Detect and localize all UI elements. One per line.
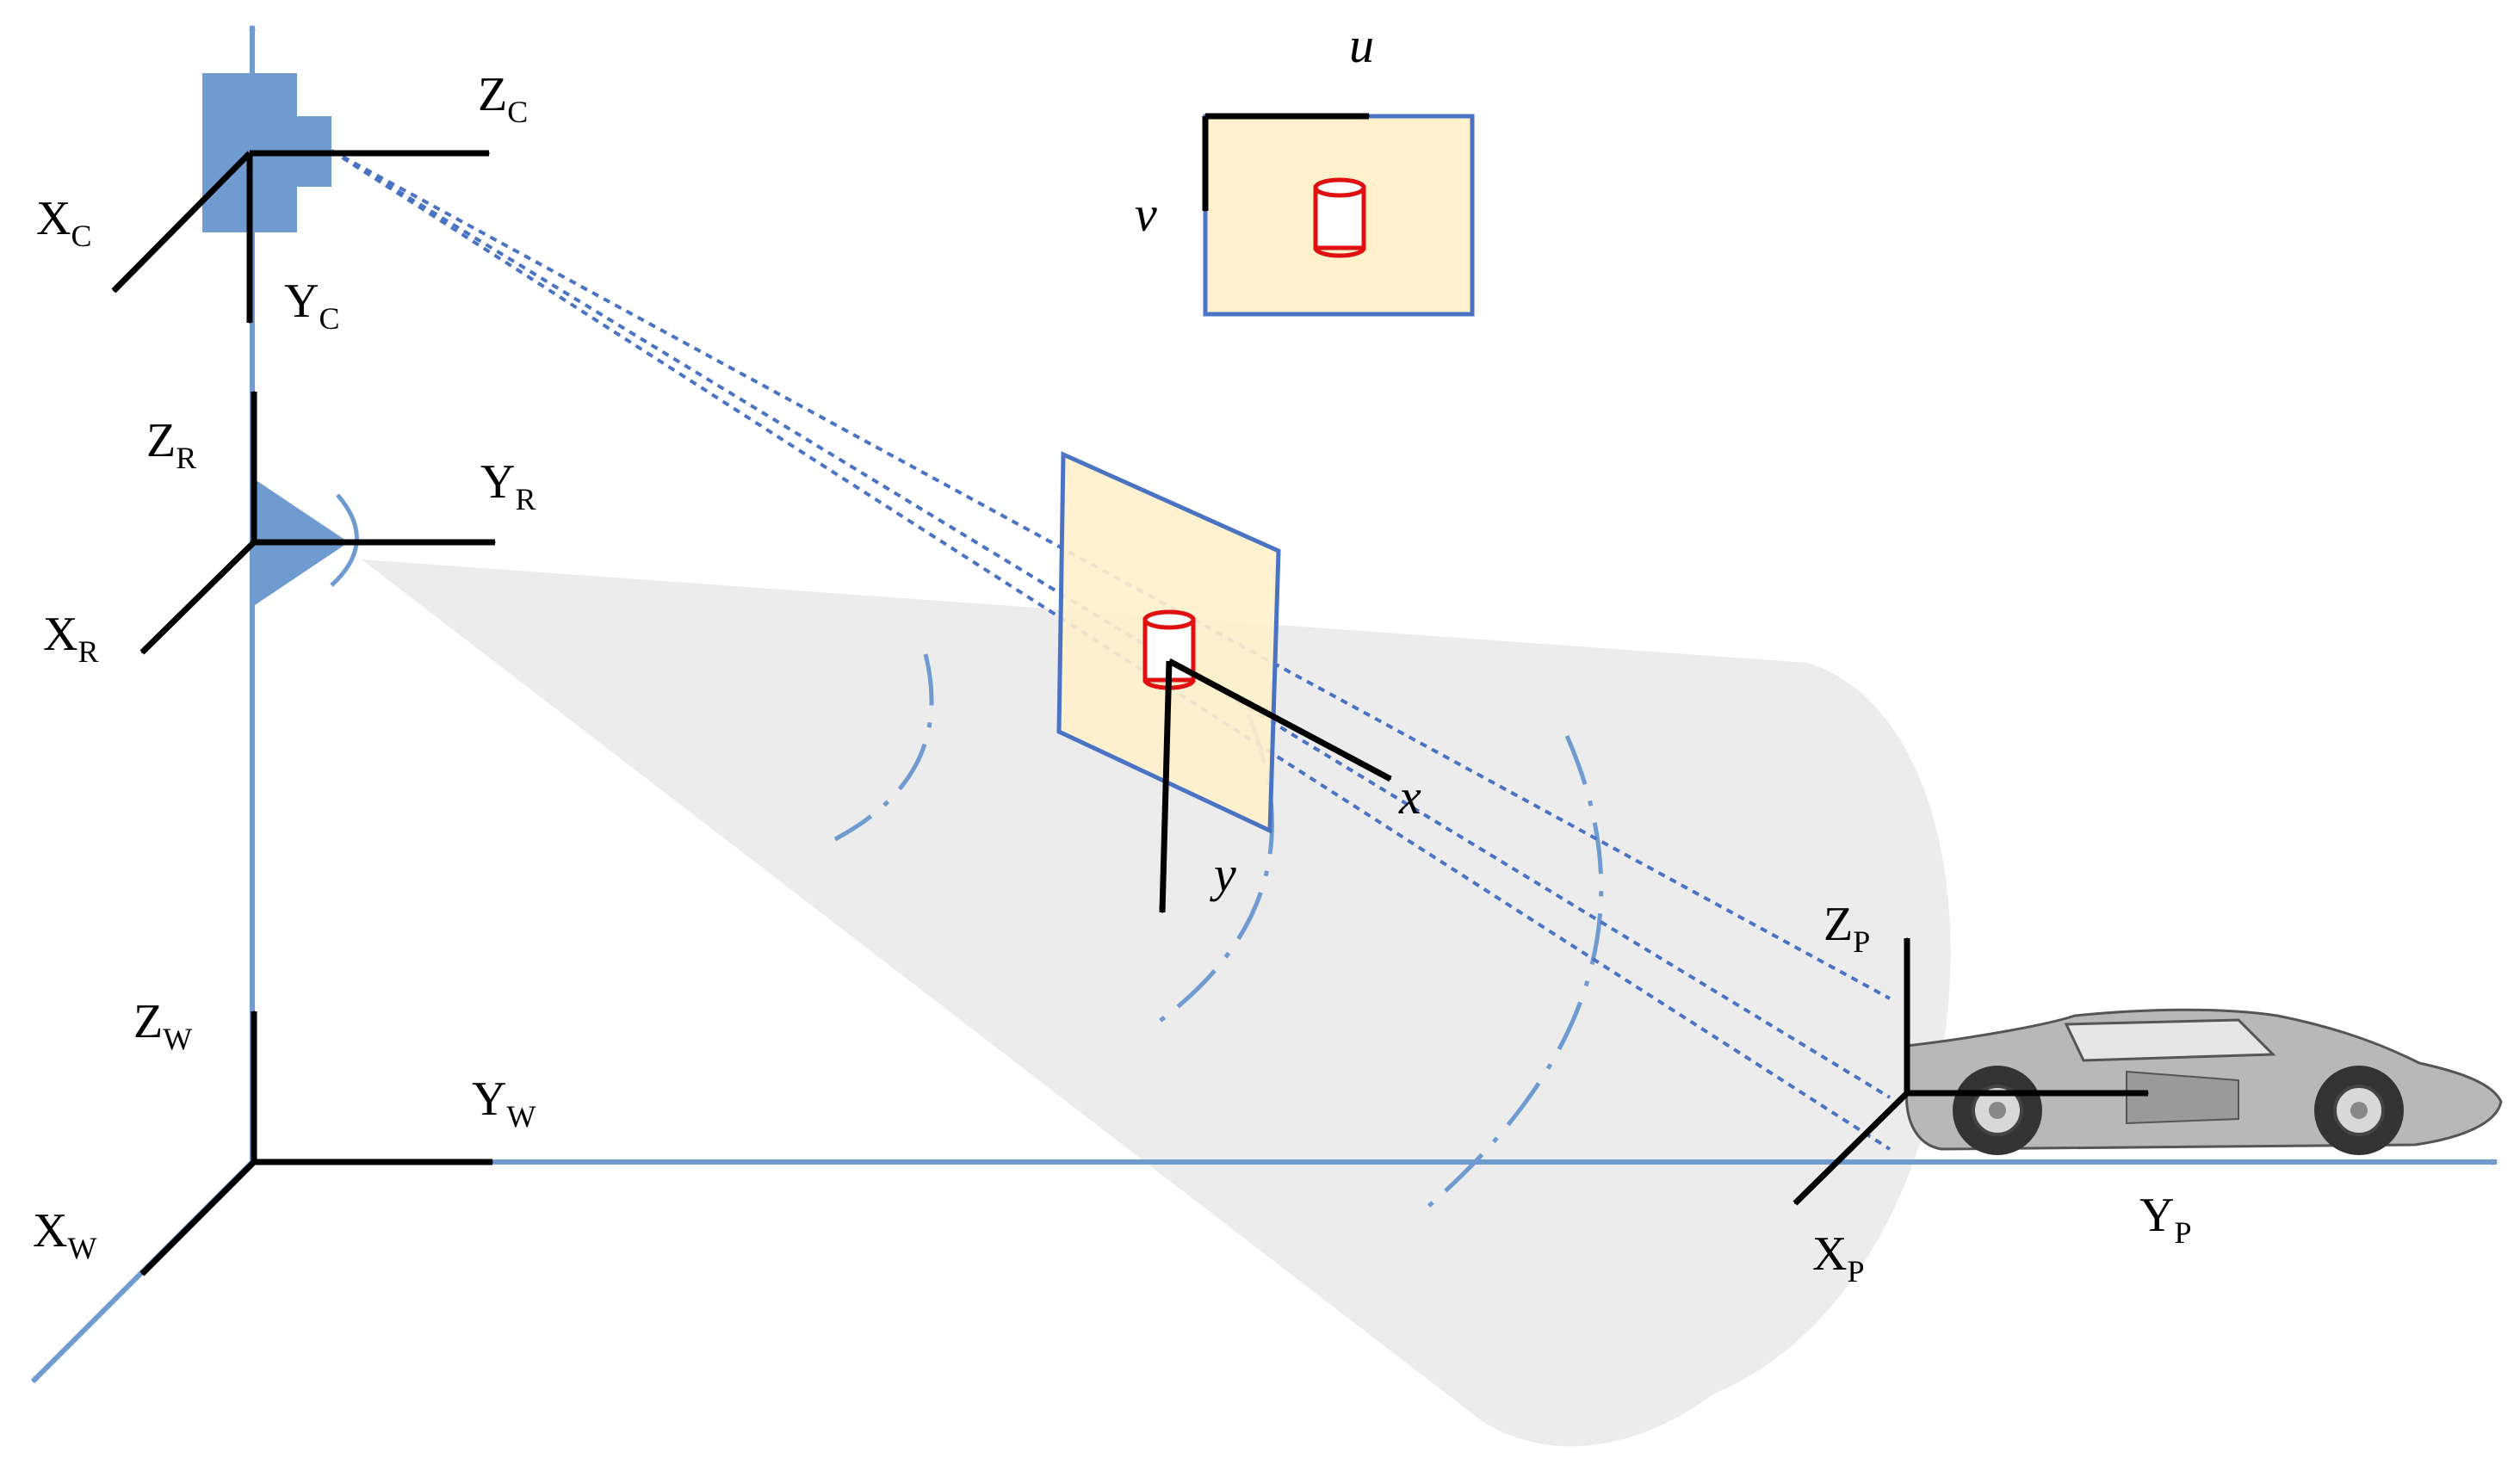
world-y-label: YW [472, 1072, 536, 1134]
world-frame [139, 1011, 492, 1276]
radar-x-label: XR [43, 608, 98, 669]
range-arc-2 [1148, 714, 1274, 1031]
image-y-label: y [1210, 846, 1236, 902]
radar-x-axis [139, 540, 257, 655]
range-arc-3 [1423, 734, 1604, 1211]
projection-rays [330, 149, 1892, 1151]
projection-ray-2 [330, 149, 1892, 1151]
range-arc-1 [833, 653, 934, 842]
world-x-label: XW [33, 1204, 96, 1265]
world-x-axis [139, 1159, 257, 1276]
projection-ray-1 [331, 149, 1891, 1000]
pixel-v-label: v [1135, 186, 1157, 242]
image-plane-frame [1162, 658, 1390, 912]
camera-z-label: ZC [478, 68, 528, 129]
target-x-axis [1792, 1091, 1910, 1206]
target-z-label: ZP [1823, 898, 1870, 959]
pixel-plane-frame [1202, 113, 1369, 211]
target-frame [1792, 938, 2148, 1206]
camera-x-axis [111, 151, 252, 294]
image-y-axis [1162, 660, 1173, 912]
car-icon [1905, 1008, 2503, 1155]
radar-frame [139, 392, 495, 655]
radar-y-label: YR [480, 455, 536, 516]
target-y-label: YP [2139, 1189, 2191, 1250]
image-x-axis [1167, 658, 1390, 782]
axis-labels: ZC XC YC ZR YR XR ZW YW XW ZP XP YP x y … [33, 17, 2191, 1289]
radar-z-label: ZR [146, 414, 196, 475]
radar-fov-cone [362, 559, 1951, 1447]
world-z-label: ZW [133, 995, 192, 1056]
pixel-plane-target-icon [1313, 177, 1366, 258]
pixel-u-label: u [1349, 17, 1374, 73]
target-x-label: XP [1812, 1227, 1864, 1289]
camera-frame [111, 150, 489, 323]
image-x-label: x [1398, 769, 1421, 825]
range-arcs [833, 653, 1604, 1211]
camera-y-label: YC [284, 275, 339, 336]
camera-x-label: XC [36, 192, 91, 253]
